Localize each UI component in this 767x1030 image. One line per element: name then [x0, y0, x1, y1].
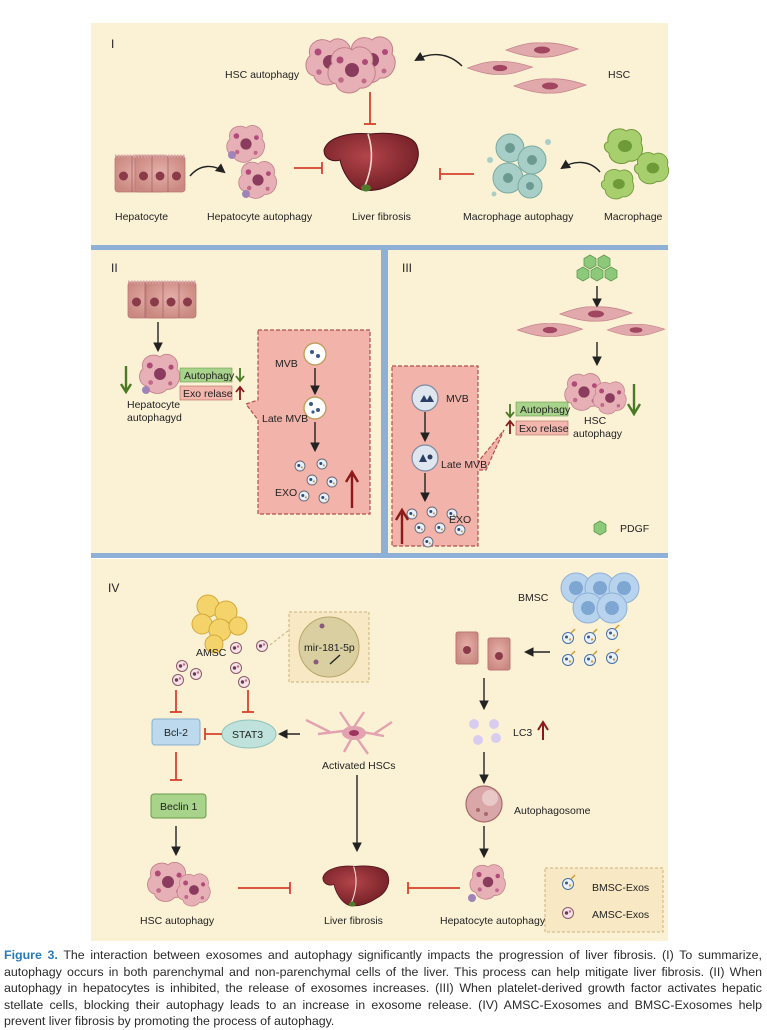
panel-2-roman: II [111, 261, 118, 275]
hepatocyte-autophagy-label: Hepatocyte autophagy [207, 211, 313, 223]
mir-label: mir-181-5p [304, 642, 355, 654]
p2-mvb-label: MVB [275, 358, 298, 370]
exo-increase-arrow [344, 469, 360, 508]
hep-to-autophagy-arrow [189, 163, 226, 177]
amsc-cluster-icon [191, 594, 248, 654]
hepatocyte-autophagy-icon [226, 125, 277, 199]
stat3-label: STAT3 [232, 729, 263, 741]
legend-bmsc-label: BMSC-Exos [592, 882, 649, 894]
p3-hsc-label-2: autophagy [573, 428, 623, 440]
hepatocyte-autophagy-icon [468, 864, 506, 902]
autophagosome-icon [465, 785, 503, 823]
lc3-up-arrow [537, 720, 549, 740]
autophagy-tag [179, 367, 233, 383]
p2-hepatocyte-label-1: Hepatocyte [127, 399, 180, 411]
mvb-vesicle-icon [303, 342, 327, 366]
macrophage-autophagy-icon [487, 133, 551, 199]
p3-exo-tag-text: Exo relase [519, 423, 569, 435]
beclin-label: Beclin 1 [160, 801, 198, 813]
amsc-exos-legend-icon [562, 907, 574, 919]
autophagy-tag-text: Autophagy [184, 370, 235, 382]
panel-3-roman: III [402, 261, 412, 275]
macrophage-label: Macrophage [604, 211, 663, 223]
divider-h2 [91, 553, 668, 558]
activated-hsc-icon [305, 711, 393, 755]
hsc-label: HSC [608, 69, 631, 81]
p3-autophagy-tag-text: Autophagy [520, 404, 571, 416]
p2-late-mvb-label: Late MVB [262, 413, 308, 425]
bmsc-label: BMSC [518, 592, 549, 604]
legend-box [544, 867, 664, 933]
late-mvb-vesicle-icon [303, 396, 327, 420]
exo-relase-tag-text: Exo relase [183, 388, 233, 400]
bmsc-cluster-icon [560, 572, 640, 624]
p4-hsc-autophagy-label: HSC autophagy [140, 915, 215, 927]
p4-hepatocyte-autophagy-label: Hepatocyte autophagy [440, 915, 546, 927]
p3-hsc-label-1: HSC [584, 415, 607, 427]
p2-exo-label: EXO [275, 487, 297, 499]
figure-diagram: I HSC autophagy HSC Liver fibrosis Hepat… [91, 23, 670, 941]
autophagosome-label: Autophagosome [514, 805, 591, 817]
exo-relase-tag [515, 420, 569, 436]
p3-exo-label: EXO [449, 514, 471, 526]
amsc-label: AMSC [196, 647, 227, 659]
pdgf-label: PDGF [620, 523, 649, 535]
activated-hscs-label: Activated HSCs [322, 760, 396, 772]
divider-v [381, 250, 388, 553]
p3-mvb-label: MVB [446, 393, 469, 405]
bcl2-box [151, 718, 201, 746]
hsc-autophagy-label: HSC autophagy [225, 69, 300, 81]
caption-head: Figure 3. [4, 948, 58, 962]
exo-relase-tag [179, 385, 233, 401]
hepatocyte-cells-icon [455, 631, 511, 671]
panel-4-roman: IV [108, 581, 119, 595]
p2-hepatocyte-label-2: autophagyd [127, 412, 182, 424]
down-arrow-green [626, 384, 642, 417]
pdgf-legend-icon [593, 520, 607, 536]
legend-amsc-label: AMSC-Exos [592, 909, 649, 921]
p3-late-mvb-label: Late MVB [441, 459, 487, 471]
exo-up-arrow [505, 419, 515, 434]
macrophage-autophagy-label: Macrophage autophagy [463, 211, 574, 223]
autophagy-down-arrow [505, 404, 515, 419]
autophagy-tag [515, 401, 569, 417]
exo-increase-arrow [394, 507, 410, 544]
caption-body: The interaction between exosomes and aut… [4, 948, 762, 1029]
hsc-to-autophagy-arrow [414, 51, 463, 67]
panel-1-roman: I [111, 37, 114, 51]
liver-fibrosis-label: Liver fibrosis [352, 211, 411, 223]
lc3-dots-icon [469, 719, 501, 745]
beclin-box [150, 793, 207, 819]
lc3-label: LC3 [513, 727, 532, 739]
bcl2-label: Bcl-2 [164, 727, 188, 739]
divider-h1 [91, 245, 668, 250]
exo-up-arrow [235, 385, 245, 400]
macro-to-autophagy-arrow [560, 159, 601, 173]
p4-liver-fibrosis-label: Liver fibrosis [324, 915, 383, 927]
mvb-callout-box [245, 329, 371, 515]
hepatocyte-cells-icon [126, 280, 198, 320]
figure-caption: Figure 3. The interaction between exosom… [4, 947, 762, 1030]
hepatocyte-cells-icon [113, 154, 187, 194]
mvb-callout-box [391, 365, 505, 547]
autophagy-down-arrow [235, 368, 245, 383]
hepatocyte-label: Hepatocyte [115, 211, 168, 223]
